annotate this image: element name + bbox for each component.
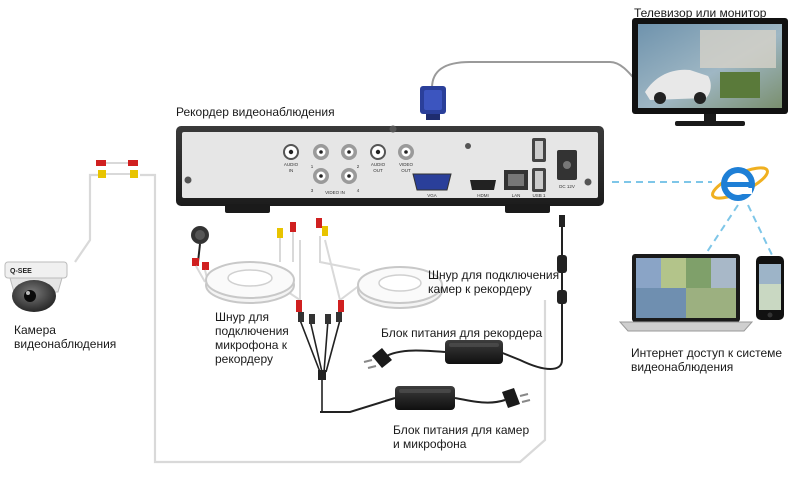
camera-power-cable bbox=[74, 173, 100, 263]
cable-coil-icon bbox=[205, 222, 296, 304]
ac-cable-cams bbox=[454, 397, 506, 404]
vga-connector-icon bbox=[420, 86, 446, 120]
label-cable-mic: Шнур для подключения микрофона к рекорде… bbox=[215, 310, 289, 366]
port-label-usb: USB 1 bbox=[532, 193, 546, 198]
label-psu-cams: Блок питания для камер и микрофона bbox=[393, 423, 530, 451]
port-label-audio-out: AUDIO bbox=[371, 162, 386, 167]
tv-icon bbox=[632, 18, 788, 126]
bnc-ports bbox=[313, 144, 357, 184]
microphone-icon bbox=[191, 226, 209, 283]
svg-text:2: 2 bbox=[357, 164, 360, 169]
port-label-video-in: VIDEO IN bbox=[325, 190, 345, 195]
svg-text:OUT: OUT bbox=[373, 168, 383, 173]
splitter-wires bbox=[299, 319, 341, 412]
power-plug-cams-icon bbox=[502, 388, 531, 408]
dome-camera-icon: Q-SEE bbox=[4, 261, 68, 312]
svg-text:OUT: OUT bbox=[401, 168, 411, 173]
dc-cable-recorder bbox=[499, 225, 563, 370]
svg-text:3: 3 bbox=[311, 188, 314, 193]
label-internet: Интернет доступ к системе видеонаблюдени… bbox=[631, 346, 783, 374]
label-cable-cams: Шнур для подключения камер к рекордеру bbox=[428, 268, 560, 296]
label-tv: Телевизор или монитор bbox=[634, 6, 767, 20]
label-recorder: Рекордер видеонаблюдения bbox=[176, 105, 335, 119]
port-label-hdmi: HDMI bbox=[477, 193, 489, 198]
port-label-vga: VGA bbox=[427, 193, 437, 198]
svg-text:1: 1 bbox=[311, 164, 314, 169]
port-label-dc: DC 12V bbox=[559, 184, 575, 189]
camera-cable-connectors bbox=[96, 160, 138, 178]
laptop-icon bbox=[618, 254, 754, 332]
port-label-audio-in: AUDIO bbox=[284, 162, 299, 167]
power-splitter bbox=[296, 300, 344, 380]
port-label-video-out: VIDEO bbox=[399, 162, 414, 167]
svg-text:4: 4 bbox=[357, 188, 360, 193]
svg-text:IN: IN bbox=[289, 168, 294, 173]
power-plug-icon bbox=[363, 348, 392, 369]
dvr-recorder-icon: AUDIO IN VIDEO IN 1 2 3 4 AUDIO OUT VIDE… bbox=[176, 125, 604, 213]
vga-cable bbox=[431, 61, 651, 97]
smartphone-icon bbox=[756, 256, 784, 320]
camera-brand: Q-SEE bbox=[10, 268, 32, 275]
port-label-lan: LAN bbox=[512, 193, 521, 198]
dc-cable-cams bbox=[320, 397, 396, 413]
camera-video-cable bbox=[140, 173, 547, 464]
label-camera: Камера видеонаблюдения bbox=[14, 323, 117, 351]
cable-coil-icon-right bbox=[316, 218, 443, 309]
cable-coil-right-lead bbox=[324, 239, 361, 302]
label-psu-recorder: Блок питания для рекордера bbox=[381, 326, 543, 340]
internet-explorer-icon bbox=[711, 166, 769, 201]
power-adapter-icon bbox=[445, 340, 503, 364]
power-adapter-cams-icon bbox=[395, 386, 455, 410]
internet-link-devices bbox=[704, 204, 773, 256]
dc-connector bbox=[557, 215, 567, 304]
